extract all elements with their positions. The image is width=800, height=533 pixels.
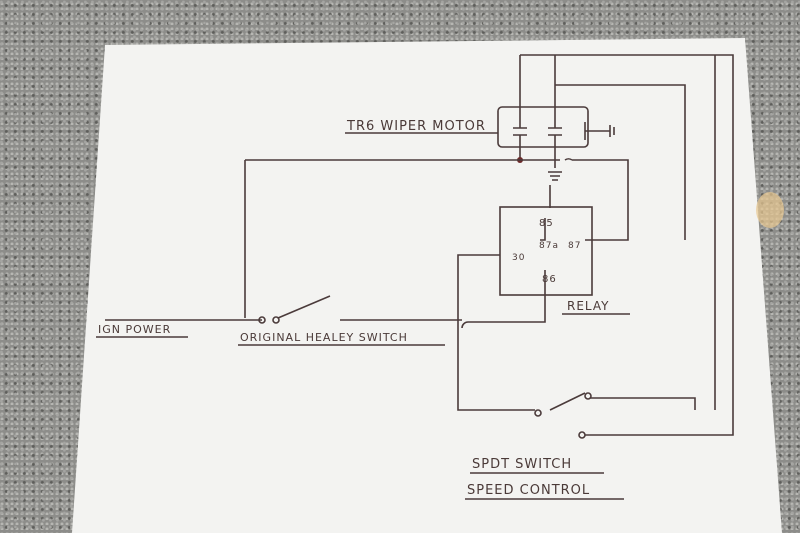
switch-contact [272,316,280,324]
relay-label: RELAY [567,299,610,313]
relay-box [499,206,593,296]
pin-86: 86 [542,274,557,285]
pin-87a: 87a [539,241,559,251]
spdt-common [534,409,542,417]
paper-sheet [72,38,782,533]
pin-30: 30 [512,253,525,263]
motor-label: TR6 WIPER MOTOR [346,119,486,134]
pin-87: 87 [568,241,581,251]
spdt-contact [578,431,586,439]
pin-85: 85 [539,218,554,229]
speed-control-label: SPEED CONTROL [467,483,590,498]
spdt-contact [584,392,592,400]
healey-switch-label: ORIGINAL HEALEY SWITCH [240,331,408,344]
spdt-switch-label: SPDT SWITCH [472,457,572,472]
wiper-motor [497,55,615,163]
switch-contact [258,316,266,324]
flash-glare [756,192,784,228]
ign-power-label: IGN POWER [98,323,171,336]
